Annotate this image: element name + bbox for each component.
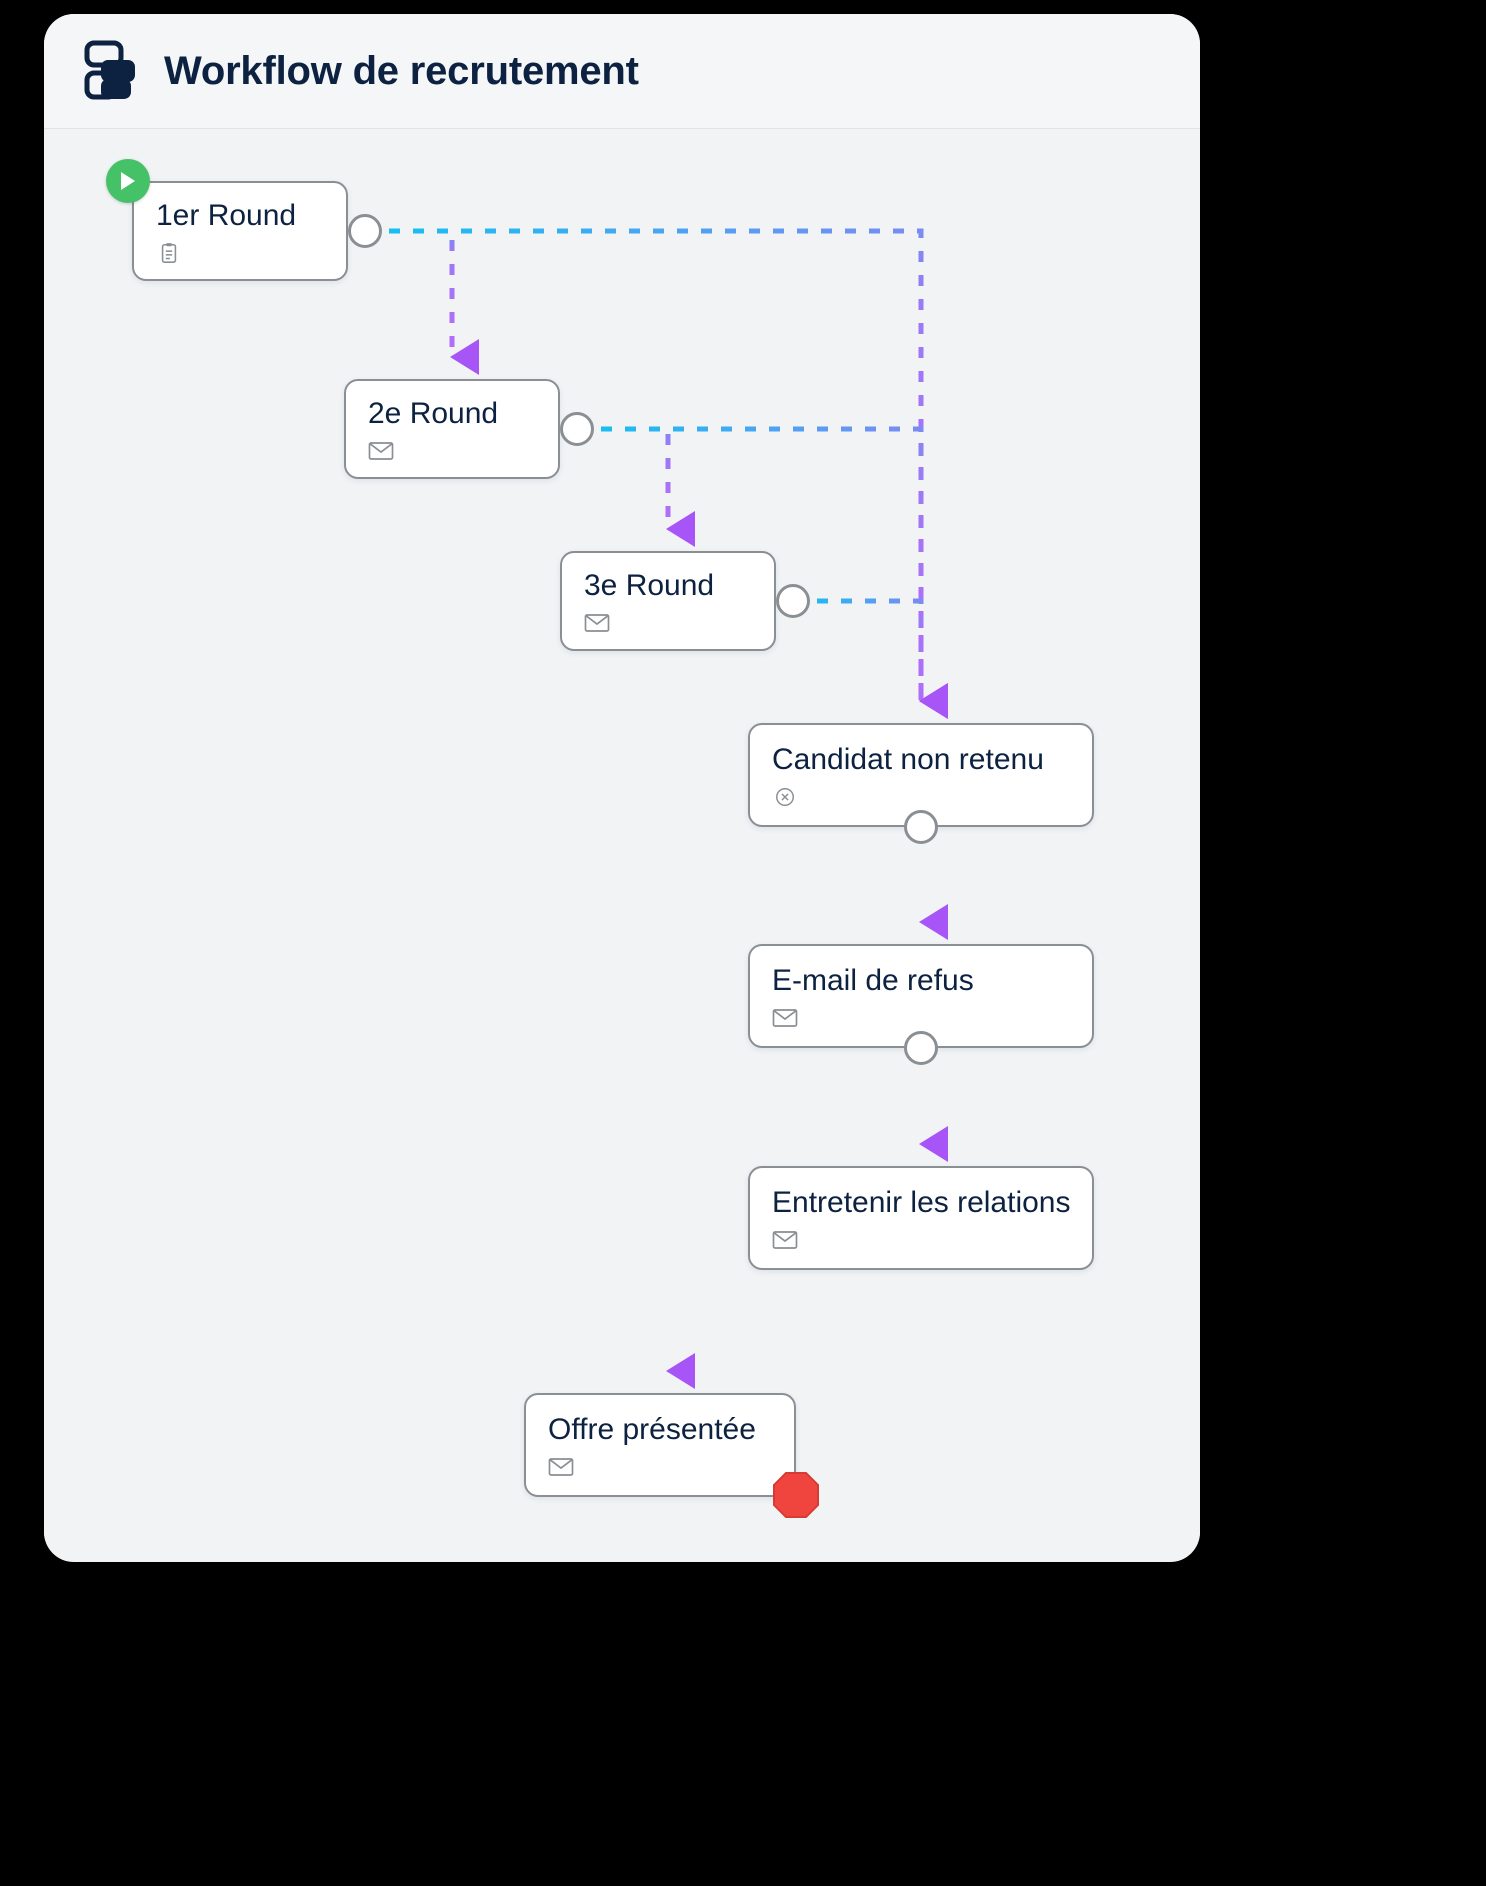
envelope-icon bbox=[368, 440, 394, 462]
handle-email-source[interactable] bbox=[904, 1031, 938, 1065]
node-1er-round[interactable]: 1er Round bbox=[132, 181, 348, 281]
workflow-card: Workflow de recrutement bbox=[44, 14, 1200, 1562]
start-play-badge[interactable] bbox=[106, 159, 150, 203]
edge-2e-to-3e bbox=[577, 426, 696, 547]
node-label: Candidat non retenu bbox=[772, 743, 1044, 777]
node-offre-presentee[interactable]: Offre présentée bbox=[524, 1393, 796, 1497]
play-icon bbox=[121, 172, 135, 190]
envelope-icon bbox=[772, 1007, 798, 1029]
page-title: Workflow de recrutement bbox=[164, 48, 639, 93]
node-candidat-non-retenu[interactable]: Candidat non retenu bbox=[748, 723, 1094, 827]
node-label: E-mail de refus bbox=[772, 964, 974, 998]
node-label: 2e Round bbox=[368, 397, 499, 431]
envelope-icon bbox=[584, 612, 610, 634]
handle-2e-round-source[interactable] bbox=[560, 412, 594, 446]
handle-candidat-source[interactable] bbox=[904, 810, 938, 844]
envelope-icon bbox=[772, 1229, 798, 1251]
node-label: 1er Round bbox=[156, 199, 297, 233]
node-entretenir-les-relations[interactable]: Entretenir les relations bbox=[748, 1166, 1094, 1270]
node-2e-round[interactable]: 2e Round bbox=[344, 379, 560, 479]
edge-layer bbox=[365, 228, 949, 1389]
stop-octagon-icon bbox=[773, 1472, 819, 1518]
stop-end-badge[interactable] bbox=[772, 1471, 820, 1519]
workflow-canvas[interactable]: 1er Round 2e Ro bbox=[44, 129, 1200, 1561]
card-header: Workflow de recrutement bbox=[44, 14, 1200, 129]
edge-1er-to-2e bbox=[365, 228, 480, 375]
node-email-de-refus[interactable]: E-mail de refus bbox=[748, 944, 1094, 1048]
node-label: 3e Round bbox=[584, 569, 715, 603]
clipboard-icon bbox=[156, 242, 182, 264]
node-3e-round[interactable]: 3e Round bbox=[560, 551, 776, 651]
handle-1er-round-source[interactable] bbox=[348, 214, 382, 248]
envelope-icon bbox=[548, 1456, 574, 1478]
handle-3e-round-source[interactable] bbox=[776, 584, 810, 618]
workflow-icon bbox=[84, 40, 138, 102]
node-label: Offre présentée bbox=[548, 1413, 756, 1447]
edge-3e-to-candidat bbox=[793, 598, 949, 719]
circle-x-icon bbox=[772, 786, 798, 808]
node-label: Entretenir les relations bbox=[772, 1186, 1071, 1220]
